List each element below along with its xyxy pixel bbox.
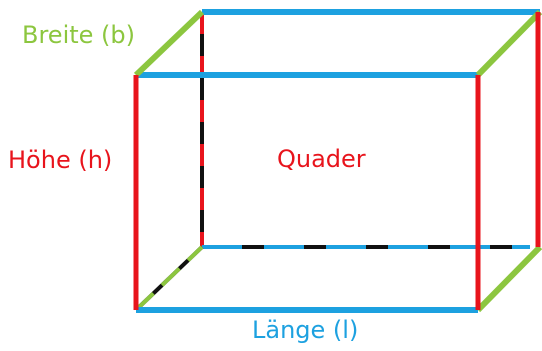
hidden-bottom-width-edge-color: [134, 245, 204, 312]
cuboid-title: Quader: [277, 145, 366, 173]
length-label: Länge (l): [252, 316, 359, 344]
bottom-right-width-edge: [475, 244, 542, 313]
width-label: Breite (b): [22, 21, 136, 49]
visible-edges: [133, 9, 542, 313]
height-label: Höhe (h): [8, 146, 113, 174]
top-left-width-edge: [133, 9, 205, 78]
hidden-edges: [134, 12, 530, 312]
top-right-width-edge: [475, 9, 542, 78]
